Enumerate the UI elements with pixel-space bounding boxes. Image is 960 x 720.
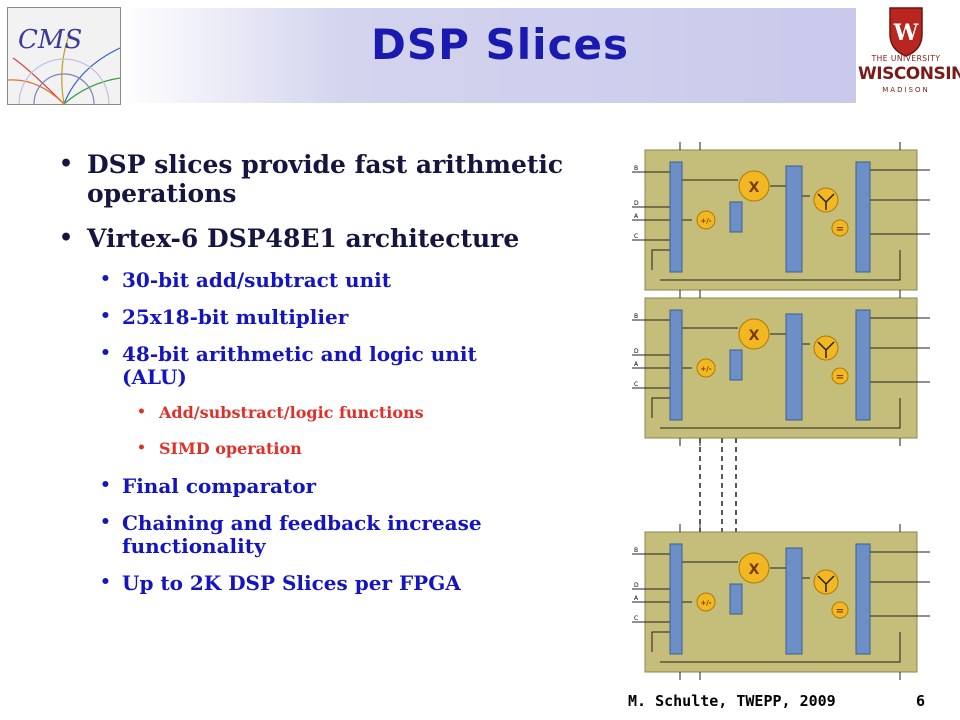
input-register — [669, 161, 683, 273]
bullet-l2: 30-bit add/subtract unit — [55, 268, 625, 292]
preadder-register — [729, 201, 743, 233]
multiplier-label: X — [749, 180, 760, 196]
uw-logo-madison: MADISON — [882, 86, 930, 94]
svg-text:W: W — [893, 20, 919, 46]
bullet-l1: Virtex-6 DSP48E1 architecture — [55, 224, 625, 253]
comparator-label: = — [836, 606, 844, 617]
preadder-label: +/- — [700, 217, 711, 225]
bullet-l1: DSP slices provide fast arithmetic opera… — [55, 150, 625, 208]
wire — [679, 672, 901, 680]
alu-icon — [813, 569, 839, 595]
multiplier-icon — [738, 170, 770, 202]
alu-symbol — [817, 341, 835, 358]
preadder-label: +/- — [700, 365, 711, 373]
input-label: D — [634, 348, 639, 355]
bullet-l2: Up to 2K DSP Slices per FPGA — [55, 571, 625, 595]
preadder-icon — [696, 210, 716, 230]
footer-credit: M. Schulte, TWEPP, 2009 — [628, 692, 836, 710]
input-label: A — [634, 595, 639, 602]
input-register — [669, 543, 683, 655]
input-label: C — [634, 233, 638, 240]
input-label: D — [634, 582, 639, 589]
mult-register — [785, 313, 803, 421]
input-label: C — [634, 615, 638, 622]
alu-symbol — [817, 575, 835, 592]
alu-icon — [813, 187, 839, 213]
wire — [651, 631, 670, 652]
input-label: C — [634, 381, 638, 388]
input-label: B — [634, 165, 638, 172]
wire — [660, 250, 901, 281]
multiplier-icon — [738, 318, 770, 350]
input-label: A — [634, 361, 639, 368]
title-band — [120, 8, 856, 103]
bullet-l3: Add/substract/logic functions — [55, 402, 625, 423]
input-label: A — [634, 213, 639, 220]
multiplier-icon — [738, 552, 770, 584]
wire — [679, 290, 901, 298]
wire — [679, 524, 901, 532]
bullet-l2: 25x18-bit multiplier — [55, 305, 625, 329]
comparator-icon — [831, 367, 849, 385]
bullet-l2: 48-bit arithmetic and logic unit (ALU) — [55, 342, 542, 389]
bullet-l2: Chaining and feedback increase functiona… — [55, 511, 562, 558]
input-register — [669, 309, 683, 421]
input-label: B — [634, 313, 638, 320]
multiplier-label: X — [749, 328, 760, 344]
slide-title: DSP Slices — [371, 20, 629, 69]
comparator-label: = — [836, 224, 844, 235]
wire — [679, 438, 901, 446]
comparator-icon — [831, 219, 849, 237]
wire — [651, 249, 670, 270]
wire — [660, 398, 901, 429]
wire — [660, 632, 901, 663]
bullet-l3: SIMD operation — [55, 438, 625, 459]
preadder-icon — [696, 592, 716, 612]
uw-crest-icon: W — [889, 7, 923, 57]
preadder-label: +/- — [700, 599, 711, 607]
wire — [651, 397, 670, 418]
preadder-register — [729, 349, 743, 381]
cms-logo-text: CMS — [18, 25, 82, 55]
output-register — [855, 543, 871, 655]
alu-symbol — [817, 193, 835, 210]
bullet-list: DSP slices provide fast arithmetic opera… — [55, 150, 625, 609]
alu-icon — [813, 335, 839, 361]
comparator-icon — [831, 601, 849, 619]
output-register — [855, 309, 871, 421]
mult-register — [785, 547, 803, 655]
bullet-l2: Final comparator — [55, 474, 625, 498]
comparator-label: = — [836, 372, 844, 383]
multiplier-label: X — [749, 562, 760, 578]
uw-logo-name: WISCONSIN — [858, 64, 960, 84]
preadder-register — [729, 583, 743, 615]
page-number: 6 — [916, 692, 926, 710]
wire — [679, 290, 901, 298]
input-label: B — [634, 547, 638, 554]
mult-register — [785, 165, 803, 273]
input-label: D — [634, 200, 639, 207]
output-register — [855, 161, 871, 273]
uw-logo-the: THE UNIVERSITY — [871, 54, 941, 63]
cms-logo: CMS — [7, 7, 121, 105]
wire — [679, 142, 901, 150]
preadder-icon — [696, 358, 716, 378]
